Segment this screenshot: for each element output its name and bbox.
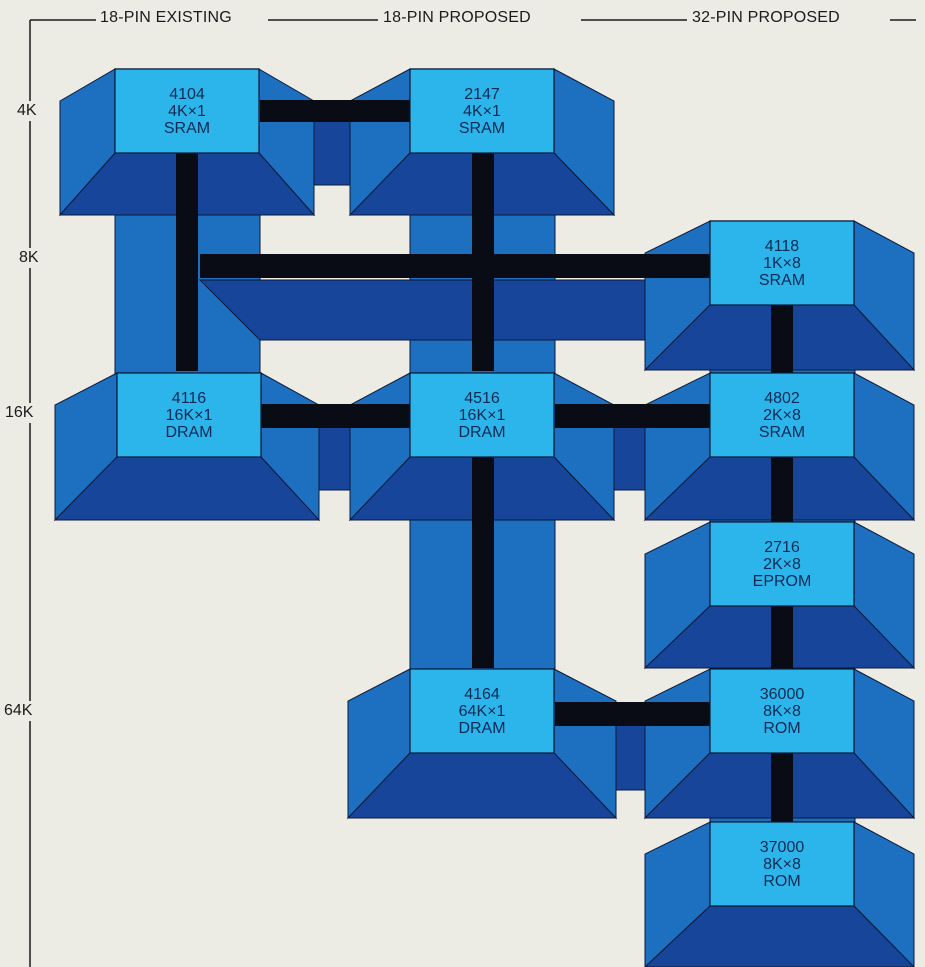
connector-bar [555, 404, 710, 428]
chip-org: 8K×8 [763, 856, 801, 873]
chip-4802: 4802 2K×8 SRAM [710, 373, 854, 457]
chip-part: 36000 [760, 686, 805, 703]
chip-4516: 4516 16K×1 DRAM [410, 373, 554, 457]
chip-part: 2716 [764, 539, 800, 556]
connector-bar [472, 153, 494, 371]
connector-bar [176, 153, 198, 371]
chip-type: SRAM [759, 424, 805, 441]
connector-bar [771, 753, 793, 822]
header-32-pin-proposed: 32-PIN PROPOSED [692, 9, 840, 27]
header-18-pin-existing: 18-PIN EXISTING [100, 9, 232, 27]
chip-org: 2K×8 [763, 407, 801, 424]
chip-type: SRAM [459, 120, 505, 137]
connector-bar [200, 254, 710, 278]
chip-org: 16K×1 [459, 407, 506, 424]
chip-org: 1K×8 [763, 255, 801, 272]
size-label-16k: 16K [5, 403, 33, 423]
chip-org: 4K×1 [168, 103, 206, 120]
connector-bar [771, 457, 793, 522]
chip-part: 4516 [464, 390, 500, 407]
chip-type: EPROM [753, 573, 812, 590]
chip-part: 37000 [760, 839, 805, 856]
chip-type: ROM [763, 873, 800, 890]
size-label-64k: 64K [4, 701, 32, 721]
chip-org: 8K×8 [763, 703, 801, 720]
chip-part: 2147 [464, 86, 500, 103]
connector-bar [555, 702, 710, 726]
chip-4164: 4164 64K×1 DRAM [410, 669, 554, 753]
chip-2716: 2716 2K×8 EPROM [710, 522, 854, 606]
chip-part: 4116 [172, 390, 206, 407]
chip-type: SRAM [164, 120, 210, 137]
bridge-body [200, 280, 700, 340]
connector-bar [260, 404, 410, 428]
chip-type: DRAM [458, 720, 505, 737]
chip-org: 16K×1 [166, 407, 213, 424]
chip-type: DRAM [165, 424, 212, 441]
connector-bar [472, 456, 494, 668]
chip-part: 4104 [169, 86, 205, 103]
chip-type: ROM [763, 720, 800, 737]
chip-org: 2K×8 [763, 556, 801, 573]
connector-bar [771, 305, 793, 373]
chip-part: 4164 [464, 686, 500, 703]
chip-org: 64K×1 [459, 703, 506, 720]
chip-part: 4118 [765, 238, 799, 255]
chip-4116: 4116 16K×1 DRAM [117, 373, 261, 457]
chip-type: DRAM [458, 424, 505, 441]
chip-4104: 4104 4K×1 SRAM [115, 69, 259, 153]
chip-37000: 37000 8K×8 ROM [710, 822, 854, 906]
chip-part: 4802 [764, 390, 800, 407]
chip-4118: 4118 1K×8 SRAM [710, 221, 854, 305]
chip-36000: 36000 8K×8 ROM [710, 669, 854, 753]
size-label-4k: 4K [17, 101, 37, 121]
connector-bar [771, 606, 793, 669]
chip-org: 4K×1 [463, 103, 501, 120]
chip-type: SRAM [759, 272, 805, 289]
size-label-8k: 8K [19, 248, 39, 268]
header-18-pin-proposed: 18-PIN PROPOSED [383, 9, 531, 27]
chip-2147: 2147 4K×1 SRAM [410, 69, 554, 153]
connector-bar [260, 100, 410, 122]
